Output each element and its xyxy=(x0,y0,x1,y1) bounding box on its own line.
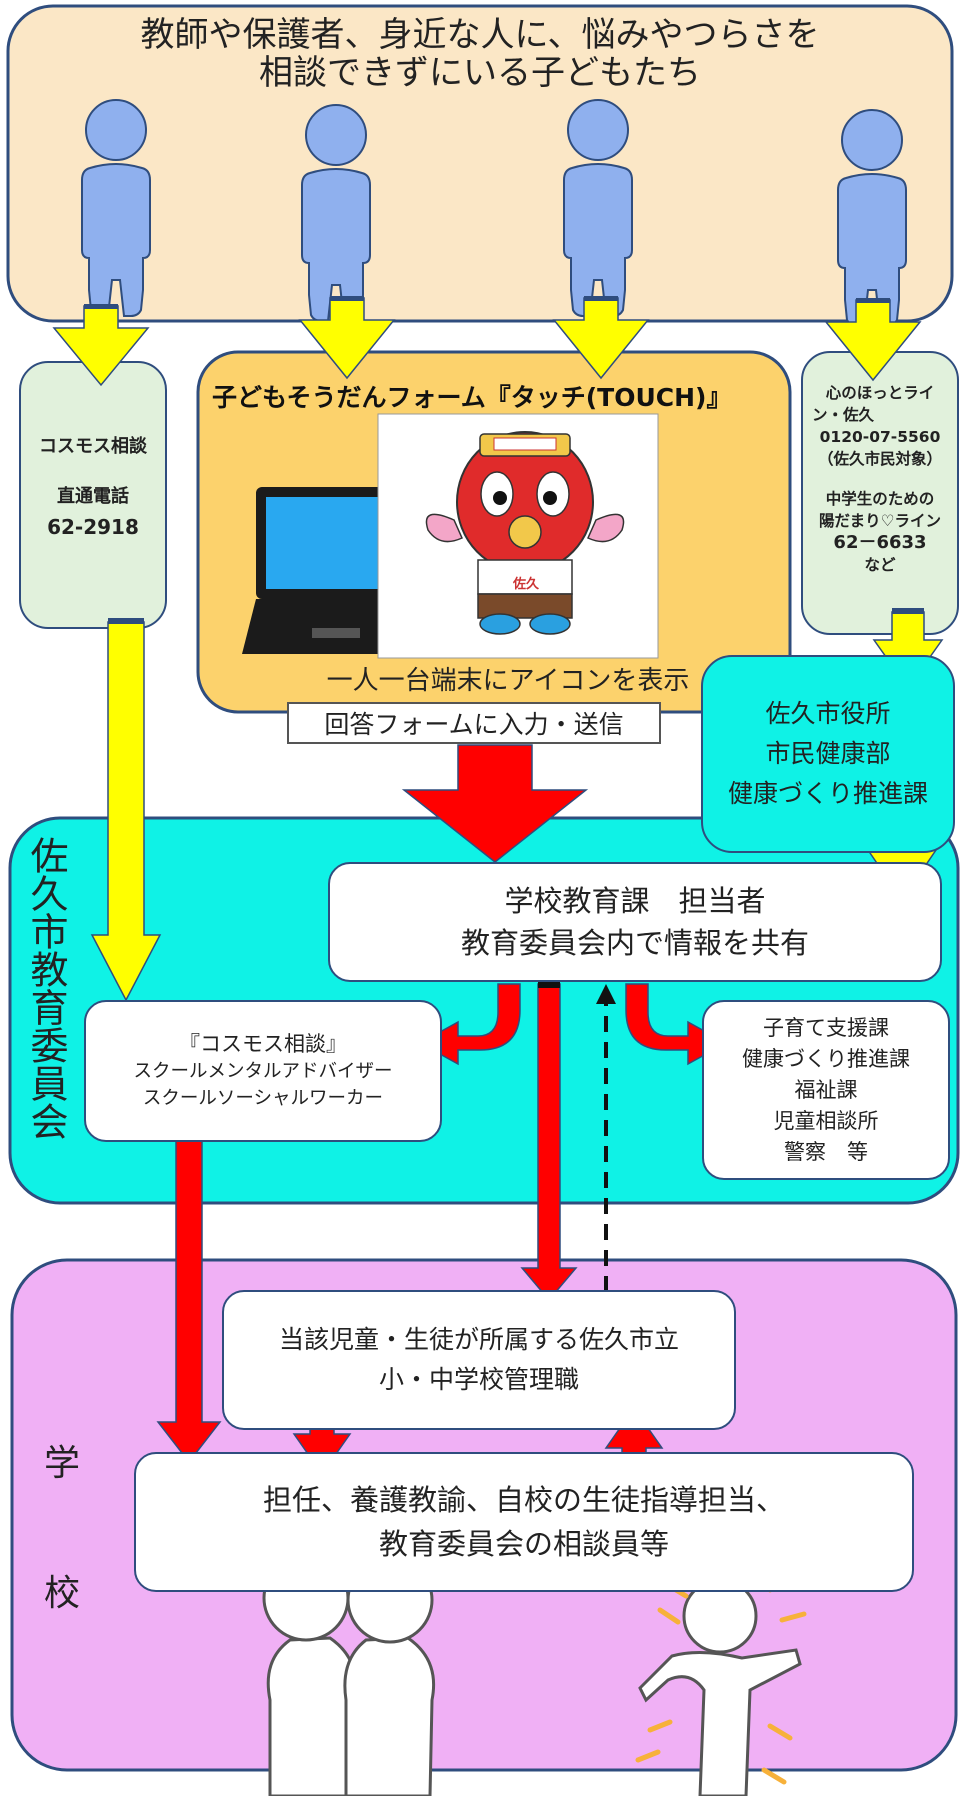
school-admin-line1: 当該児童・生徒が所属する佐久市立 xyxy=(278,1325,679,1354)
school-admin-box: 当該児童・生徒が所属する佐久市立 小・中学校管理職 xyxy=(222,1290,736,1430)
red-arrow-to-admin xyxy=(520,983,578,1302)
board-vertical-label: 佐久市教育委員会 xyxy=(24,836,68,1140)
upset-child-illustration xyxy=(635,1573,807,1796)
touch-form-caption: 一人一台端末にアイコンを表示 xyxy=(326,666,690,696)
touch-form-title: 子どもそうだんフォーム『タッチ(TOUCH)』 xyxy=(212,383,732,412)
top-title-line2: 相談できずにいる子どもたち xyxy=(259,53,701,93)
hidamari-line-2: 陽だまり♡ライン xyxy=(818,512,942,530)
school-staff-line2: 教育委員会の相談員等 xyxy=(378,1527,669,1561)
school-admin-line2: 小・中学校管理職 xyxy=(378,1365,579,1394)
red-arrow-cosmos-to-staff xyxy=(156,1133,222,1464)
kokoro-line-text: 心のほっとライ ン・佐久 0120-07-5560 （佐久市民対象） 中学生のた… xyxy=(804,382,956,576)
kokoro-phone: 0120-07-5560 xyxy=(819,428,941,446)
kokoro-line-2: ン・佐久 xyxy=(812,406,875,424)
agency-item: 福祉課 xyxy=(794,1077,858,1102)
hidamari-phone: 62－6633 xyxy=(833,532,927,553)
dashed-arrow-report xyxy=(596,984,616,1292)
city-office-line1: 佐久市役所 xyxy=(765,699,891,728)
kokoro-line-1: 心のほっとライ xyxy=(825,384,935,402)
yellow-arrow-1 xyxy=(52,305,150,387)
top-panel xyxy=(6,4,954,323)
city-office-line3: 健康づくり推進課 xyxy=(727,779,928,808)
kokoro-etc: など xyxy=(864,556,896,574)
cosmos-phone-number: 62-2918 xyxy=(47,515,139,539)
school-staff-box: 担任、養護教諭、自校の生徒指導担当、 教育委員会の相談員等 xyxy=(134,1452,914,1592)
agency-item: 警察 等 xyxy=(784,1139,868,1164)
submit-form-label[interactable]: 回答フォームに入力・送信 xyxy=(287,702,661,744)
top-title: 教師や保護者、身近な人に、悩みやつらさを 相談できずにいる子どもたち xyxy=(40,16,920,92)
cosmos-consult-box: 『コスモス相談』 スクールメンタルアドバイザー スクールソーシャルワーカー xyxy=(84,1000,442,1142)
agencies-box: 子育て支援課 健康づくり推進課 福祉課 児童相談所 警察 等 xyxy=(702,1000,950,1180)
agency-item: 子育て支援課 xyxy=(763,1015,889,1040)
cosmos-consult-title: 『コスモス相談』 xyxy=(179,1031,347,1056)
school-label-2: 校 xyxy=(44,1573,81,1614)
school-education-box: 学校教育課 担当者 教育委員会内で情報を共有 xyxy=(328,862,942,982)
red-arrow-submit xyxy=(401,744,589,863)
cosmos-consult-mental: スクールメンタルアドバイザー xyxy=(133,1060,393,1082)
top-title-line1: 教師や保護者、身近な人に、悩みやつらさを xyxy=(140,15,820,55)
cosmos-consult-social: スクールソーシャルワーカー xyxy=(142,1087,384,1109)
city-office-panel xyxy=(701,655,955,853)
yellow-arrow-2 xyxy=(298,297,396,380)
yellow-arrow-4 xyxy=(824,299,922,382)
school-education-line2: 教育委員会内で情報を共有 xyxy=(460,926,809,960)
friends-illustration xyxy=(262,1554,436,1796)
red-arrow-to-cosmos xyxy=(418,983,521,1066)
yellow-arrow-3 xyxy=(552,297,650,380)
school-staff-line1: 担任、養護教諭、自校の生徒指導担当、 xyxy=(262,1483,785,1517)
hidamari-line-1: 中学生のための xyxy=(825,490,935,508)
mascot-illustration xyxy=(377,413,659,659)
city-office-text: 佐久市役所 市民健康部 健康づくり推進課 xyxy=(702,694,954,814)
school-label-1: 学 xyxy=(44,1443,81,1484)
mascot-sign: 佐久 xyxy=(512,577,539,592)
agency-item: 健康づくり推進課 xyxy=(742,1046,910,1071)
agency-item: 児童相談所 xyxy=(773,1108,879,1133)
cosmos-phone-title: コスモス相談 xyxy=(39,436,147,457)
kokoro-target: （佐久市民対象） xyxy=(817,450,942,468)
yellow-arrow-cosmos xyxy=(90,621,162,1002)
cosmos-phone-text: コスモス相談 直通電話 62-2918 xyxy=(20,432,166,542)
school-education-line1: 学校教育課 担当者 xyxy=(504,884,766,918)
city-office-line2: 市民健康部 xyxy=(765,739,891,768)
cosmos-phone-label: 直通電話 xyxy=(57,486,129,507)
